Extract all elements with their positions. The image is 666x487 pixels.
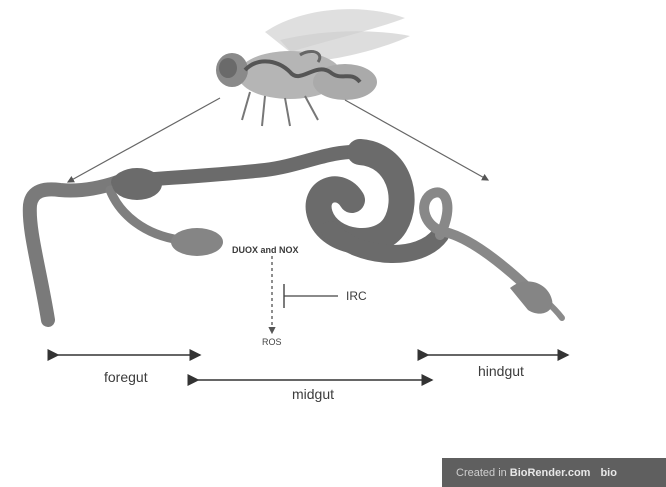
- ros-label: ROS: [262, 337, 282, 347]
- foregut-label: foregut: [104, 369, 148, 385]
- irc-label: IRC: [346, 289, 367, 303]
- watermark-suffix: bio: [600, 467, 617, 479]
- watermark-brand: BioRender.com: [510, 467, 591, 479]
- biorender-watermark[interactable]: Created in BioRender.com bio: [442, 458, 666, 487]
- duox-nox-label: DUOX and NOX: [232, 245, 299, 255]
- watermark-prefix: Created in: [456, 467, 507, 479]
- fly-illustration: [216, 9, 410, 126]
- midgut-label: midgut: [292, 386, 334, 402]
- hindgut-label: hindgut: [478, 363, 524, 379]
